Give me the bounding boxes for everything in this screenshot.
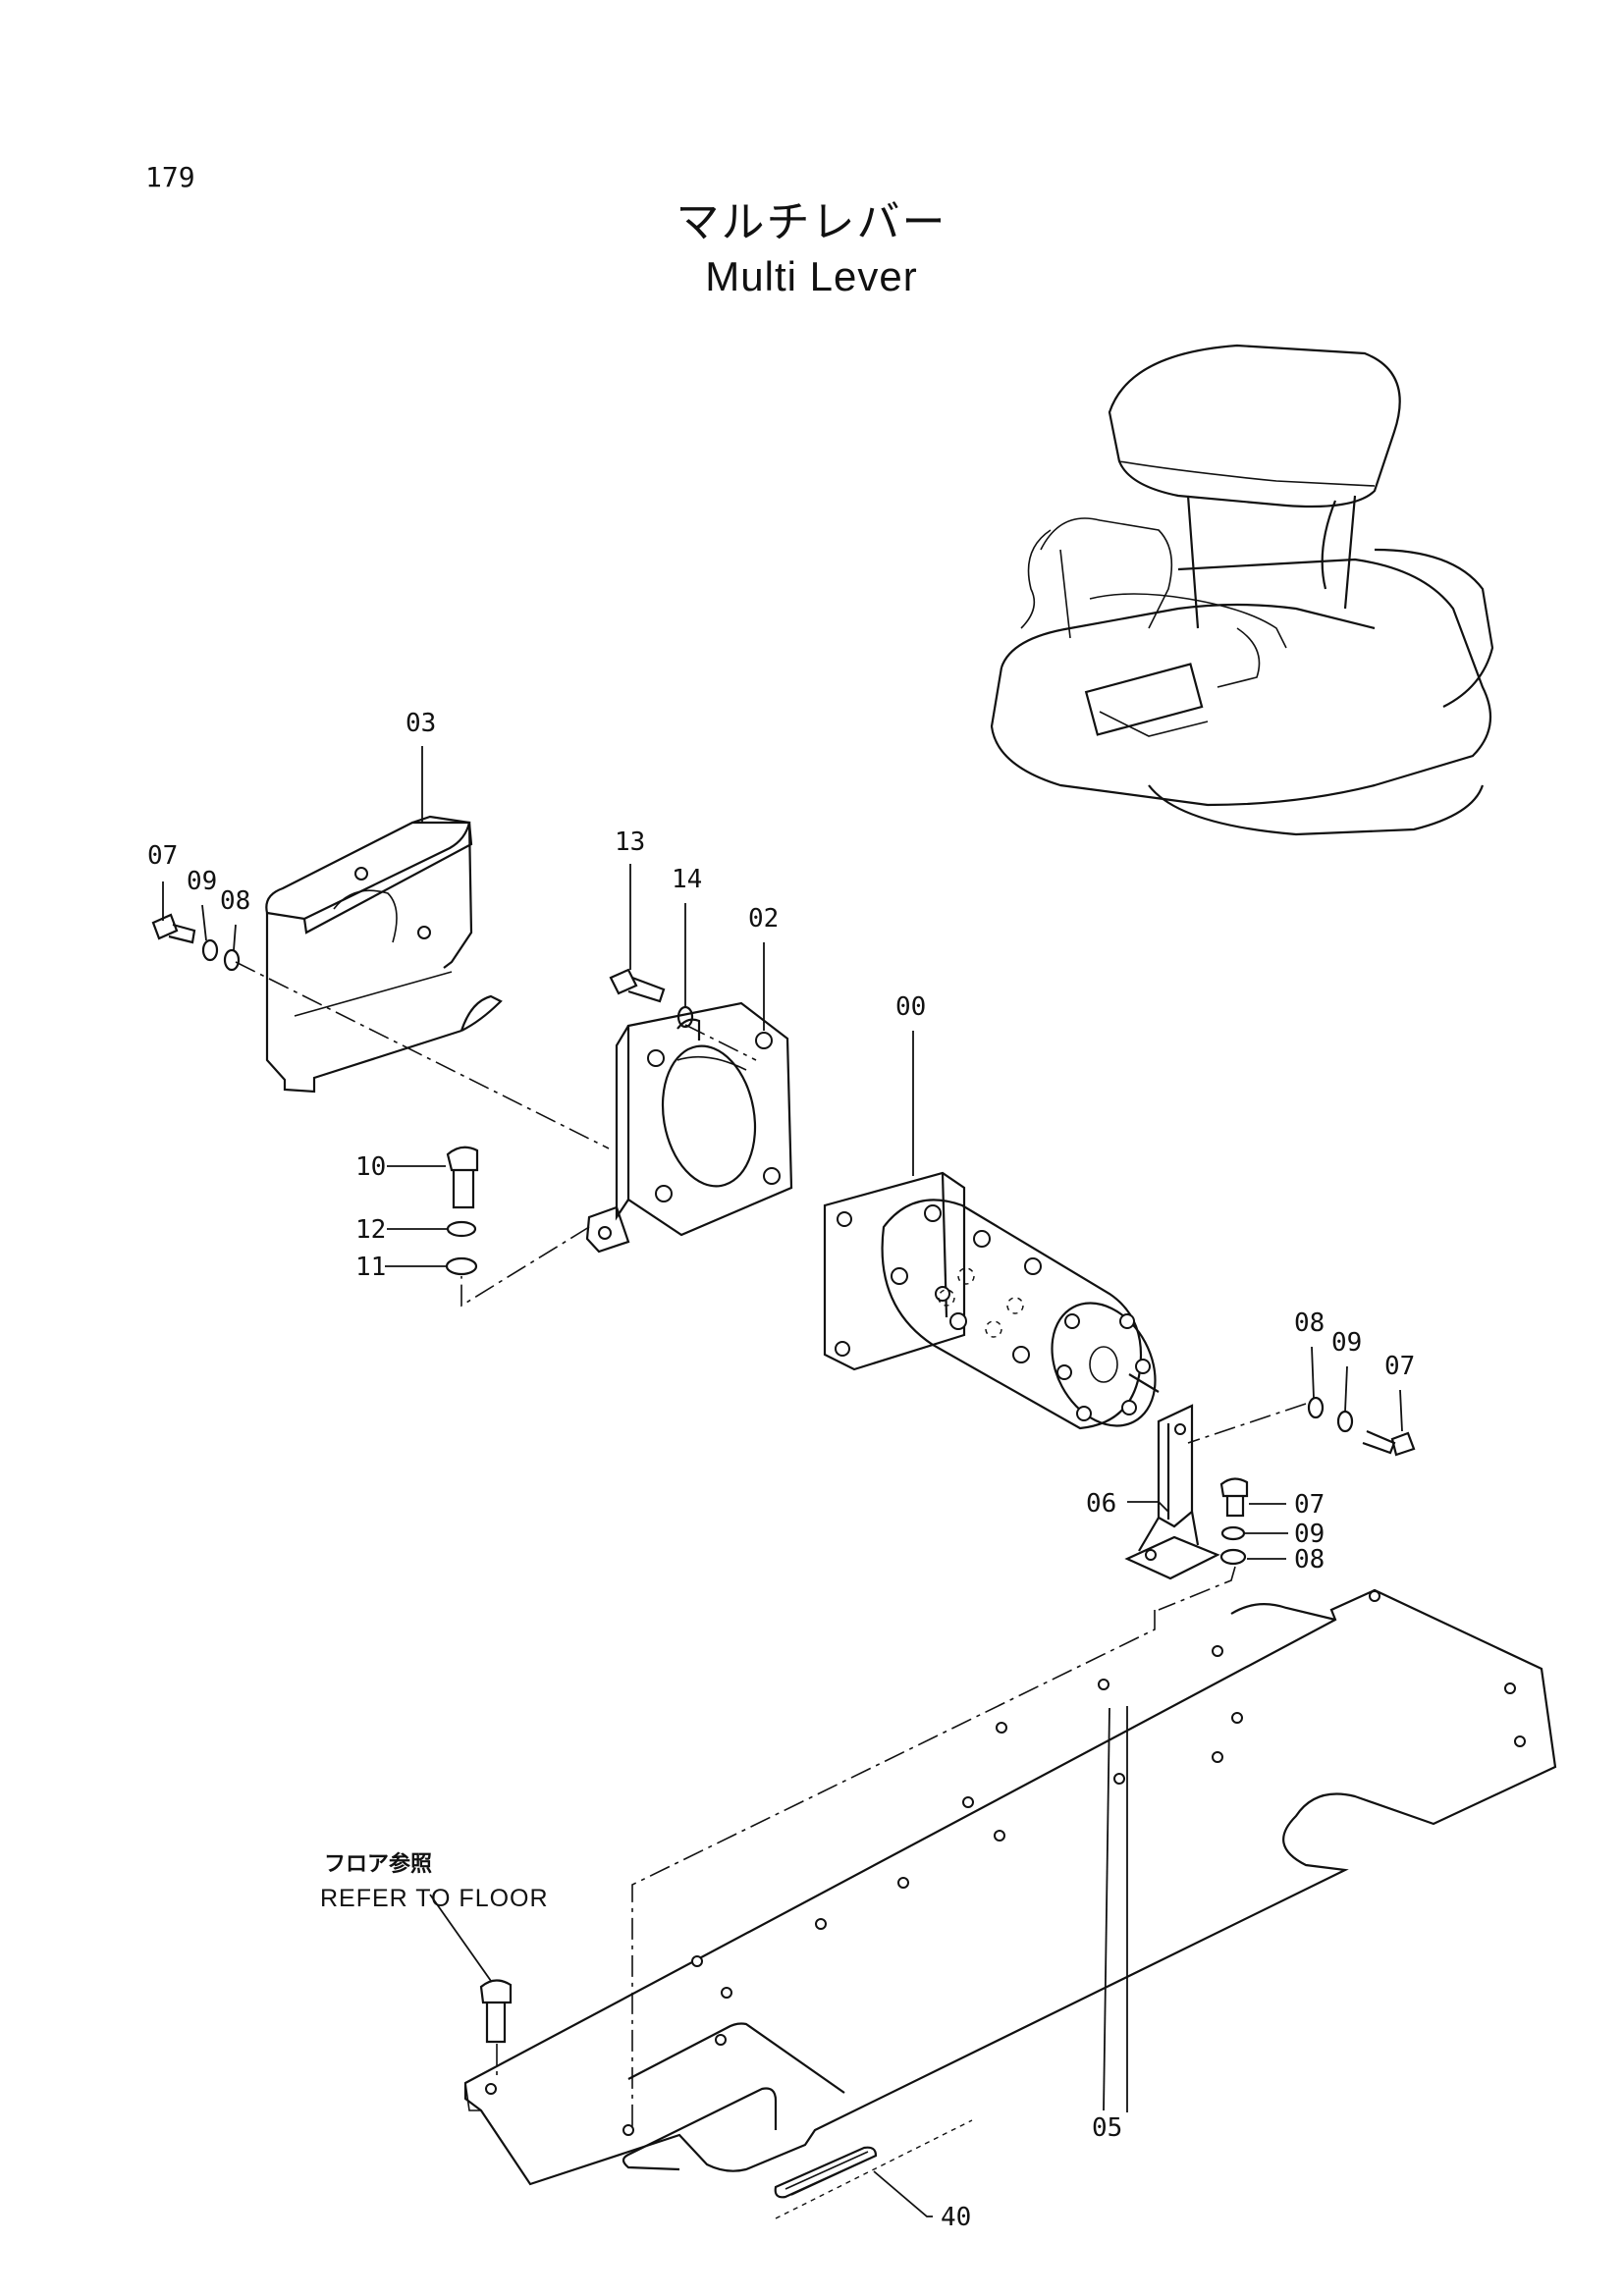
callout-08-lower: 08 [1294,1545,1325,1575]
callout-05: 05 [1092,2113,1122,2143]
washer-11 [445,1256,478,1276]
part-40-pin [774,2119,973,2219]
washer-09-left [201,938,219,962]
part-06-stay [1124,1404,1220,1580]
callout-09-lower: 09 [1294,1520,1325,1549]
page-number: 179 [145,161,195,193]
callout-10: 10 [355,1152,386,1182]
reference-note-japanese: フロア参照 [324,1851,432,1877]
bolt-07-left [151,913,196,944]
page-title-japanese: マルチレバー [676,197,947,247]
bolt-07-lower [1219,1477,1249,1518]
bolt-13 [609,968,666,1003]
washer-09-right [1336,1410,1354,1433]
assembly-centerlines [235,961,1307,2130]
part-05-floor-plate [463,1588,1557,2186]
callout-14: 14 [672,865,702,894]
leader-lines [162,746,1403,2217]
callout-00: 00 [895,992,926,1022]
callout-12: 12 [355,1215,386,1245]
part-00-multi-lever-valve [823,1171,1160,1430]
callout-13: 13 [615,828,645,857]
callout-08-right: 08 [1294,1308,1325,1338]
page-title-english: Multi Lever [705,253,918,299]
callout-11: 11 [355,1253,386,1282]
callout-09-left: 09 [187,867,217,896]
washer-08-lower [1219,1548,1247,1566]
part-03-cover [265,815,503,1094]
callout-40: 40 [941,2203,971,2232]
callout-07-lower: 07 [1294,1490,1325,1520]
callout-08-left: 08 [220,886,250,916]
callout-07-left: 07 [147,841,178,871]
machine-overview-illustration [990,344,1494,836]
bolt-07-right [1362,1429,1416,1457]
floor-bolt [479,1979,513,2044]
callout-07-right: 07 [1384,1352,1415,1381]
callout-02: 02 [748,904,779,934]
washer-14 [676,1005,694,1029]
washer-08-left [223,948,241,972]
reference-note-english: REFER TO FLOOR [320,1885,549,1912]
callout-09-right: 09 [1331,1328,1362,1358]
callout-03: 03 [406,709,436,738]
washer-09-lower [1220,1525,1246,1541]
callout-06: 06 [1086,1489,1116,1519]
washer-08-right [1307,1396,1325,1419]
washer-12 [446,1220,477,1238]
bolt-10 [446,1146,479,1209]
part-02-bracket [585,1001,793,1254]
